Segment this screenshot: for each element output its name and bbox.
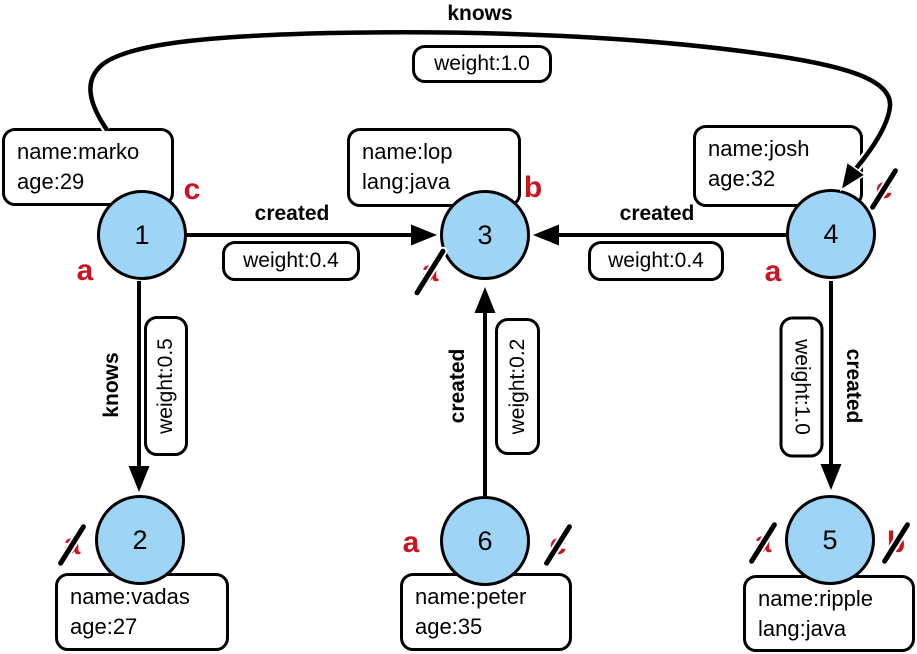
- vertex-5: 5: [785, 495, 875, 585]
- property-line: name:marko: [17, 139, 140, 164]
- property-line: age:29: [17, 169, 85, 194]
- vertex-1: 1: [97, 190, 187, 280]
- properties-box-vertex-5: name:ripple lang:java: [743, 575, 915, 652]
- properties-box-vertex-6: name:peter age:35: [400, 573, 572, 651]
- arrowhead-1-2: [128, 466, 150, 492]
- edge-label-created-4-3: created: [619, 202, 695, 225]
- property-line: name:ripple: [758, 586, 873, 611]
- property-line: name:peter: [415, 584, 527, 609]
- edge-label-knows-1-2: knows: [100, 352, 123, 418]
- edge-label-created-6-3: created: [446, 348, 469, 424]
- vertex-2: 2: [95, 495, 185, 585]
- vertex-2-id: 2: [132, 524, 148, 555]
- arrowhead-4-3: [533, 224, 559, 246]
- marker-c-vertex-1: c: [172, 170, 212, 210]
- marker-a-vertex-1: a: [65, 251, 105, 291]
- property-line: age:27: [70, 614, 138, 639]
- marker-b-vertex-3: b: [513, 168, 553, 208]
- edge-weight-created-4-3: weight:0.4: [588, 241, 724, 281]
- marker-a-vertex-4: a: [753, 252, 793, 292]
- edge-label-created-1-3: created: [254, 202, 330, 225]
- vertex-3-id: 3: [477, 219, 493, 250]
- edge-label-knows-1-4: knows: [447, 2, 513, 25]
- arrowhead-1-3: [411, 224, 437, 246]
- marker-letter: a: [402, 526, 420, 559]
- edge-weight-created-6-3: weight:0.2: [495, 318, 540, 455]
- property-line: name:vadas: [70, 584, 190, 609]
- edge-weight-created-4-5: weight:1.0: [779, 316, 824, 458]
- marker-c-vertex-6-struck: c: [538, 523, 578, 567]
- property-line: name:josh: [708, 136, 810, 161]
- marker-a-vertex-2-struck: a: [52, 523, 92, 567]
- vertex-5-id: 5: [822, 524, 838, 555]
- vertex-4: 4: [786, 189, 876, 279]
- marker-a-vertex-5-struck: a: [743, 521, 783, 565]
- vertex-6-id: 6: [477, 525, 493, 556]
- marker-a-vertex-6: a: [391, 523, 431, 563]
- arrowhead-6-3: [474, 287, 496, 313]
- marker-c-vertex-4-struck: c: [864, 167, 904, 211]
- marker-letter: a: [76, 254, 94, 287]
- edge-weight-knows-1-2: weight:0.5: [144, 316, 188, 456]
- vertex-4-id: 4: [823, 218, 839, 249]
- edge-weight-created-1-3: weight:0.4: [222, 241, 360, 281]
- property-line: age:35: [415, 614, 483, 639]
- vertex-1-id: 1: [134, 219, 150, 250]
- marker-b-vertex-5-struck: b: [876, 521, 916, 565]
- vertex-3: 3: [440, 190, 530, 280]
- property-line: name:lop: [362, 139, 453, 164]
- properties-box-vertex-2: name:vadas age:27: [55, 573, 229, 651]
- arrowhead-4-5: [820, 464, 842, 490]
- marker-letter: c: [183, 173, 201, 206]
- edge-label-created-4-5: created: [842, 348, 865, 424]
- property-line: lang:java: [758, 616, 847, 641]
- marker-letter: a: [764, 255, 782, 288]
- marker-letter: b: [523, 171, 543, 204]
- vertex-6: 6: [440, 496, 530, 586]
- marker-a-vertex-3-struck: a: [410, 247, 450, 297]
- edge-weight-knows-1-4: weight:1.0: [412, 45, 552, 83]
